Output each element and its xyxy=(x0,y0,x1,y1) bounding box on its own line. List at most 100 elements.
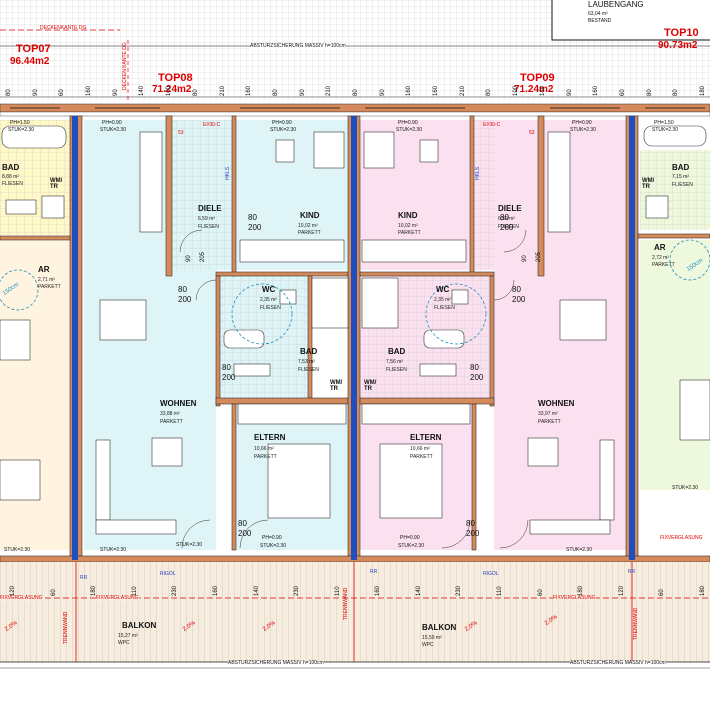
room-name: WOHNEN xyxy=(538,399,575,408)
ph-label: PH=1.50 xyxy=(654,120,674,126)
room-material: FLIESEN xyxy=(434,305,455,311)
door-dimension-label: 205 xyxy=(536,251,542,262)
door-dimension-label: 80 xyxy=(466,519,475,528)
dimension-label: 90 xyxy=(379,89,386,96)
unit-top07-area: 96.44m2 xyxy=(10,56,50,67)
stuk-label: STUK=2.30 xyxy=(270,127,296,133)
dimension-label: 180 xyxy=(91,585,98,596)
deckenkante-label: DECKENKANTE DG xyxy=(40,25,87,31)
room-name: DIELE xyxy=(498,204,522,213)
dimension-label: 60 xyxy=(619,89,626,96)
stuk-label: STUK=2.30 xyxy=(260,543,286,549)
door-dimension-label: 90 xyxy=(186,255,192,262)
stuk-label: STUK=2.30 xyxy=(4,547,30,553)
room-area: 6,59 m² xyxy=(198,216,215,222)
room-material: PARKETT xyxy=(298,230,321,236)
room-material: FLIESEN xyxy=(672,182,693,188)
dimension-label: 140 xyxy=(539,85,546,96)
trennwand-label: TRENNWAND xyxy=(633,607,639,640)
door-dimension-label: 90 xyxy=(522,255,528,262)
stuk-label: STUK=2.30 xyxy=(396,127,422,133)
dimension-label: 210 xyxy=(219,85,226,96)
room-name: WM/ TR xyxy=(330,380,343,392)
trennwand-label: TRENNWAND xyxy=(343,587,349,620)
dimension-label: 160 xyxy=(212,585,219,596)
dimension-label: 140 xyxy=(139,85,146,96)
room-area: 7,15 m² xyxy=(672,174,689,180)
hkls-shaft-label: HKLS xyxy=(225,166,231,180)
stuk-label: STUK=2.30 xyxy=(570,127,596,133)
laubengang-area: 63,04 m² xyxy=(588,11,608,17)
door-dimension-label: 200 xyxy=(238,529,252,538)
dimension-53: 53 xyxy=(178,130,184,136)
room-material: PARKETT xyxy=(652,262,675,268)
unit-top08-name: TOP08 xyxy=(158,72,193,84)
room-area: 2,72 m² xyxy=(652,255,669,261)
room-area: 6,59 m² xyxy=(498,216,515,222)
absturz-bottom-label: ABSTURZSICHERUNG MASSIV h=100cm xyxy=(570,660,666,666)
room-name: BAD xyxy=(2,163,20,172)
door-dimension-label: 200 xyxy=(222,373,236,382)
stuk-label: STUK=2.30 xyxy=(672,485,698,491)
door-dimension-label: 200 xyxy=(178,295,192,304)
ph-label: PH=0.90 xyxy=(102,120,122,126)
room-area: 33,88 m² xyxy=(160,411,180,417)
dimension-label: 60 xyxy=(537,589,544,596)
unit-top08-area: 71.24m2 xyxy=(152,84,192,95)
unit-top09-name: TOP09 xyxy=(520,72,555,84)
room-area: 2,35 m² xyxy=(434,297,451,303)
door-dimension-label: 80 xyxy=(500,213,509,222)
dimension-label: 60 xyxy=(50,589,57,596)
door-dimension-label: 80 xyxy=(238,519,247,528)
dimension-label: 160 xyxy=(593,85,600,96)
fixverglasung-label: FIXVERGLASUNG xyxy=(660,535,703,541)
dimension-label: 80 xyxy=(673,89,680,96)
door-dimension-label: 80 xyxy=(470,363,479,372)
ph-label: PH=0.90 xyxy=(400,535,420,541)
door-dimension-label: 200 xyxy=(466,529,480,538)
fixverglasung-label: FIXVERGLASUNG xyxy=(96,595,139,601)
dimension-label: 60 xyxy=(659,589,666,596)
room-area: 10,66 m² xyxy=(410,446,430,452)
room-material: FLIESEN xyxy=(198,224,219,230)
room-material: PARKETT xyxy=(38,284,61,290)
room-name: WC xyxy=(262,285,276,294)
fixverglasung-label: FIXVERGLASUNG xyxy=(553,595,596,601)
dimension-label: 80 xyxy=(192,89,199,96)
dimension-label: 110 xyxy=(131,586,138,596)
room-name: WM/ TR xyxy=(364,380,377,392)
dimension-label: 120 xyxy=(10,585,16,596)
unit-top09-area: 71.24m2 xyxy=(514,84,554,95)
ph-label: PH=0.90 xyxy=(572,120,592,126)
dimension-label: 120 xyxy=(618,585,625,596)
room-area: 15,27 m² xyxy=(118,633,138,639)
dimension-label: 110 xyxy=(334,586,341,596)
room-area: 2,71 m² xyxy=(38,277,55,283)
fixverglasung-label: FIXVERGLASUNG xyxy=(0,595,43,601)
room-area: 33,97 m² xyxy=(538,411,558,417)
hkls-shaft-label: HKLS xyxy=(475,166,481,180)
stuk-label: STUK=2.30 xyxy=(398,543,424,549)
room-name: BAD xyxy=(300,347,318,356)
room-name: DIELE xyxy=(198,204,222,213)
trennwand-label: TRENNWAND xyxy=(63,611,69,644)
room-material: FLIESEN xyxy=(298,367,319,373)
dimension-label: 80 xyxy=(6,89,12,96)
ph-label: PH=1.50 xyxy=(10,120,30,126)
room-name: BALKON xyxy=(422,623,457,632)
laubengang-label: LAUBENGANG xyxy=(588,0,644,9)
fire-door-label: EI²30-C xyxy=(483,122,501,128)
room-area: 15,59 m² xyxy=(422,635,442,641)
room-area: 7,53 m² xyxy=(298,359,315,365)
door-dimension-label: 200 xyxy=(248,223,262,232)
dimension-label: 160 xyxy=(406,85,413,96)
dimension-label: 80 xyxy=(486,89,493,96)
door-dimension-label: 205 xyxy=(200,251,206,262)
unit-top10-name: TOP10 xyxy=(664,27,699,39)
unit-top10-area: 90.73m2 xyxy=(658,40,698,51)
dimension-label: 180 xyxy=(578,585,585,596)
room-material: WPC xyxy=(422,642,434,648)
door-dimension-label: 80 xyxy=(222,363,231,372)
dimension-label: 90 xyxy=(112,89,119,96)
dimension-label: 140 xyxy=(253,585,260,596)
